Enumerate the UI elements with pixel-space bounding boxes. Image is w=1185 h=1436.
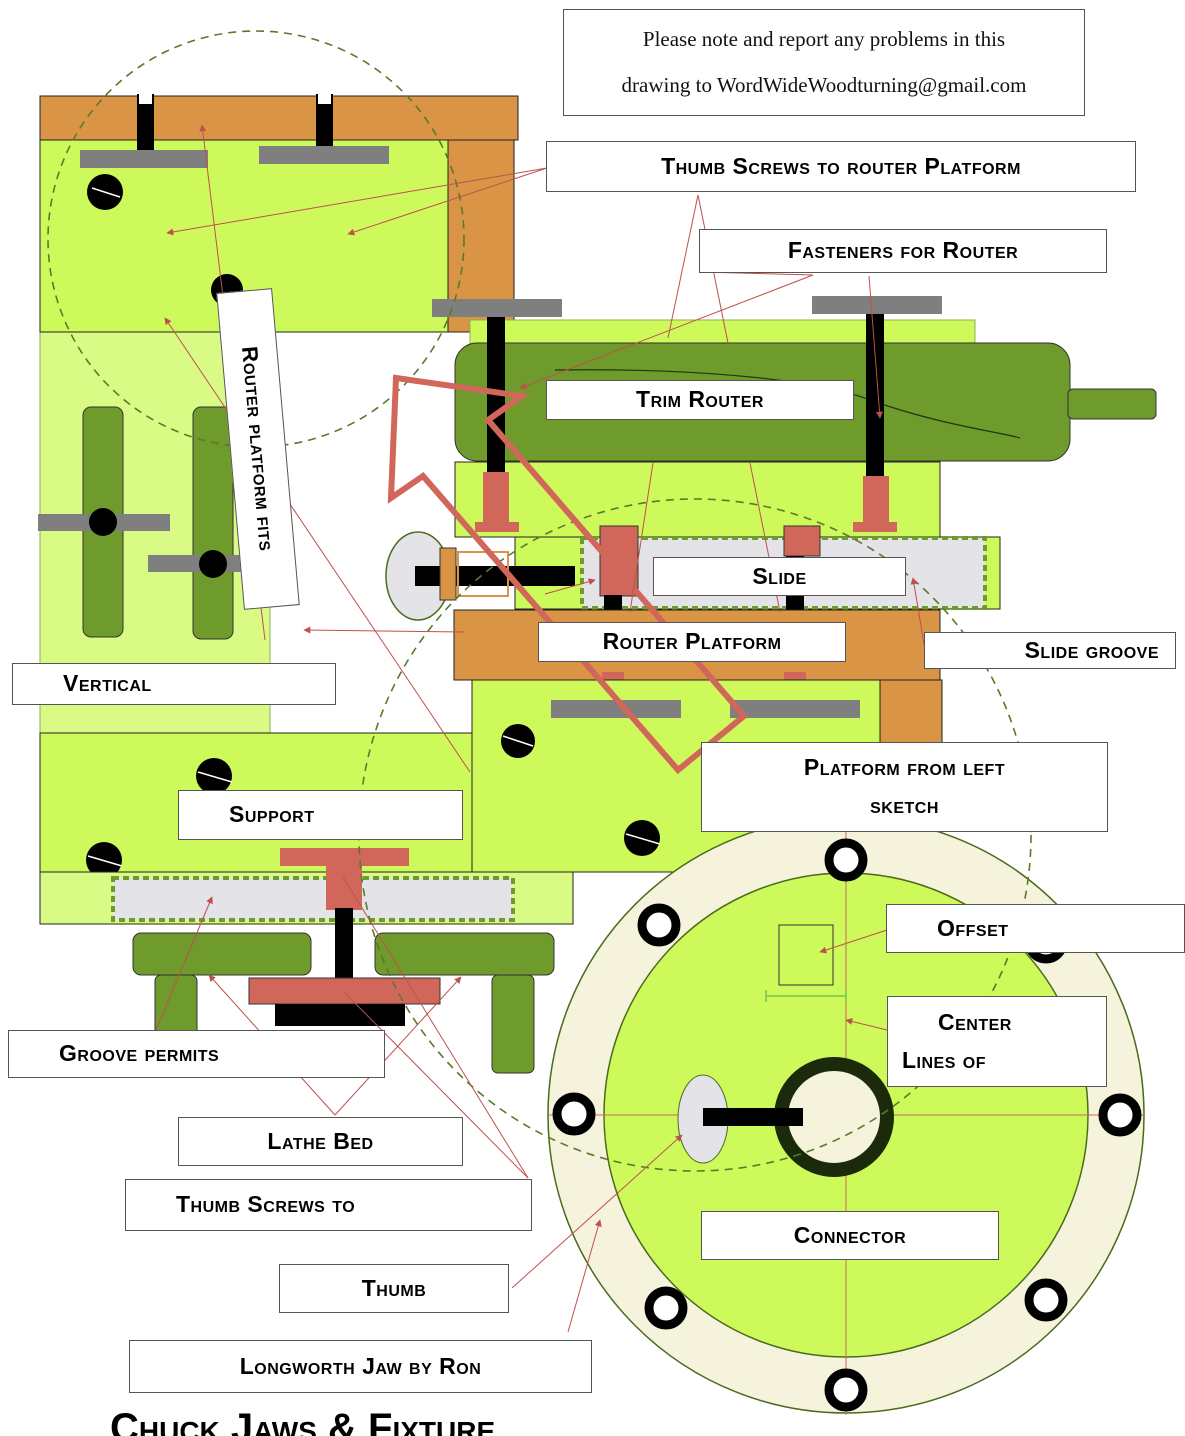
label-platform-from-left-line1: Platform from left: [803, 754, 1006, 781]
label-router-platform-fits-text: Router platform fits: [237, 345, 280, 553]
label-center-line1: Center: [938, 1008, 1012, 1035]
clamp-plate-bottom: [248, 977, 441, 1005]
label-thumb: Thumb: [279, 1264, 509, 1313]
lathe-bed-way-right: [374, 932, 555, 976]
label-groove-permits: Groove permits: [8, 1030, 385, 1078]
label-trim-router: Trim Router: [546, 380, 854, 420]
label-center-line2: Lines of: [902, 1047, 987, 1074]
label-thumb-screws-router-platform: Thumb Screws to router Platform: [546, 141, 1136, 192]
label-longworth-jaw: Longworth Jaw by Ron: [129, 1340, 592, 1393]
offset-square: [778, 924, 834, 986]
problem-report-note: Please note and report any problems in t…: [563, 9, 1085, 116]
bottom-heading-cut-off: Chuck Jaws & Fixture: [110, 1406, 496, 1436]
groove: [111, 876, 515, 922]
label-slide-groove: Slide groove: [924, 632, 1176, 669]
lathe-bed-way-left: [132, 932, 312, 976]
label-support: Support: [178, 790, 463, 840]
note-line-2: drawing to WordWideWoodturning@gmail.com: [621, 73, 1027, 98]
note-line-1: Please note and report any problems in t…: [642, 26, 1006, 51]
fastener-plate-1: [432, 299, 562, 317]
connector-bar: [703, 1108, 803, 1126]
label-platform-from-left-line2: sketch: [870, 792, 939, 819]
clamp-plate-2: [259, 146, 389, 164]
vertical-slot-2: [192, 406, 234, 640]
label-thumb-screws-to: Thumb Screws to: [125, 1179, 532, 1231]
label-offset: Offset: [886, 904, 1185, 953]
label-center-lines-of: Center Lines of: [887, 996, 1107, 1087]
clamp-plate-1: [80, 150, 208, 168]
label-vertical: Vertical: [12, 663, 336, 705]
top-orange-bar: [39, 95, 519, 141]
label-connector: Connector: [701, 1211, 999, 1260]
lathe-bed-leg-right: [491, 974, 535, 1074]
label-lathe-bed: Lathe Bed: [178, 1117, 463, 1166]
fastener-plate-2: [812, 296, 942, 314]
router-collet: [1067, 388, 1157, 420]
label-fasteners-for-router: Fasteners for Router: [699, 229, 1107, 273]
thumb-screw-top-1: [137, 94, 154, 150]
label-router-platform: Router Platform: [538, 622, 846, 662]
thumb-screw-top-2: [316, 94, 333, 150]
label-platform-from-left-sketch: Platform from left sketch: [701, 742, 1108, 832]
label-slide: Slide: [653, 557, 906, 596]
